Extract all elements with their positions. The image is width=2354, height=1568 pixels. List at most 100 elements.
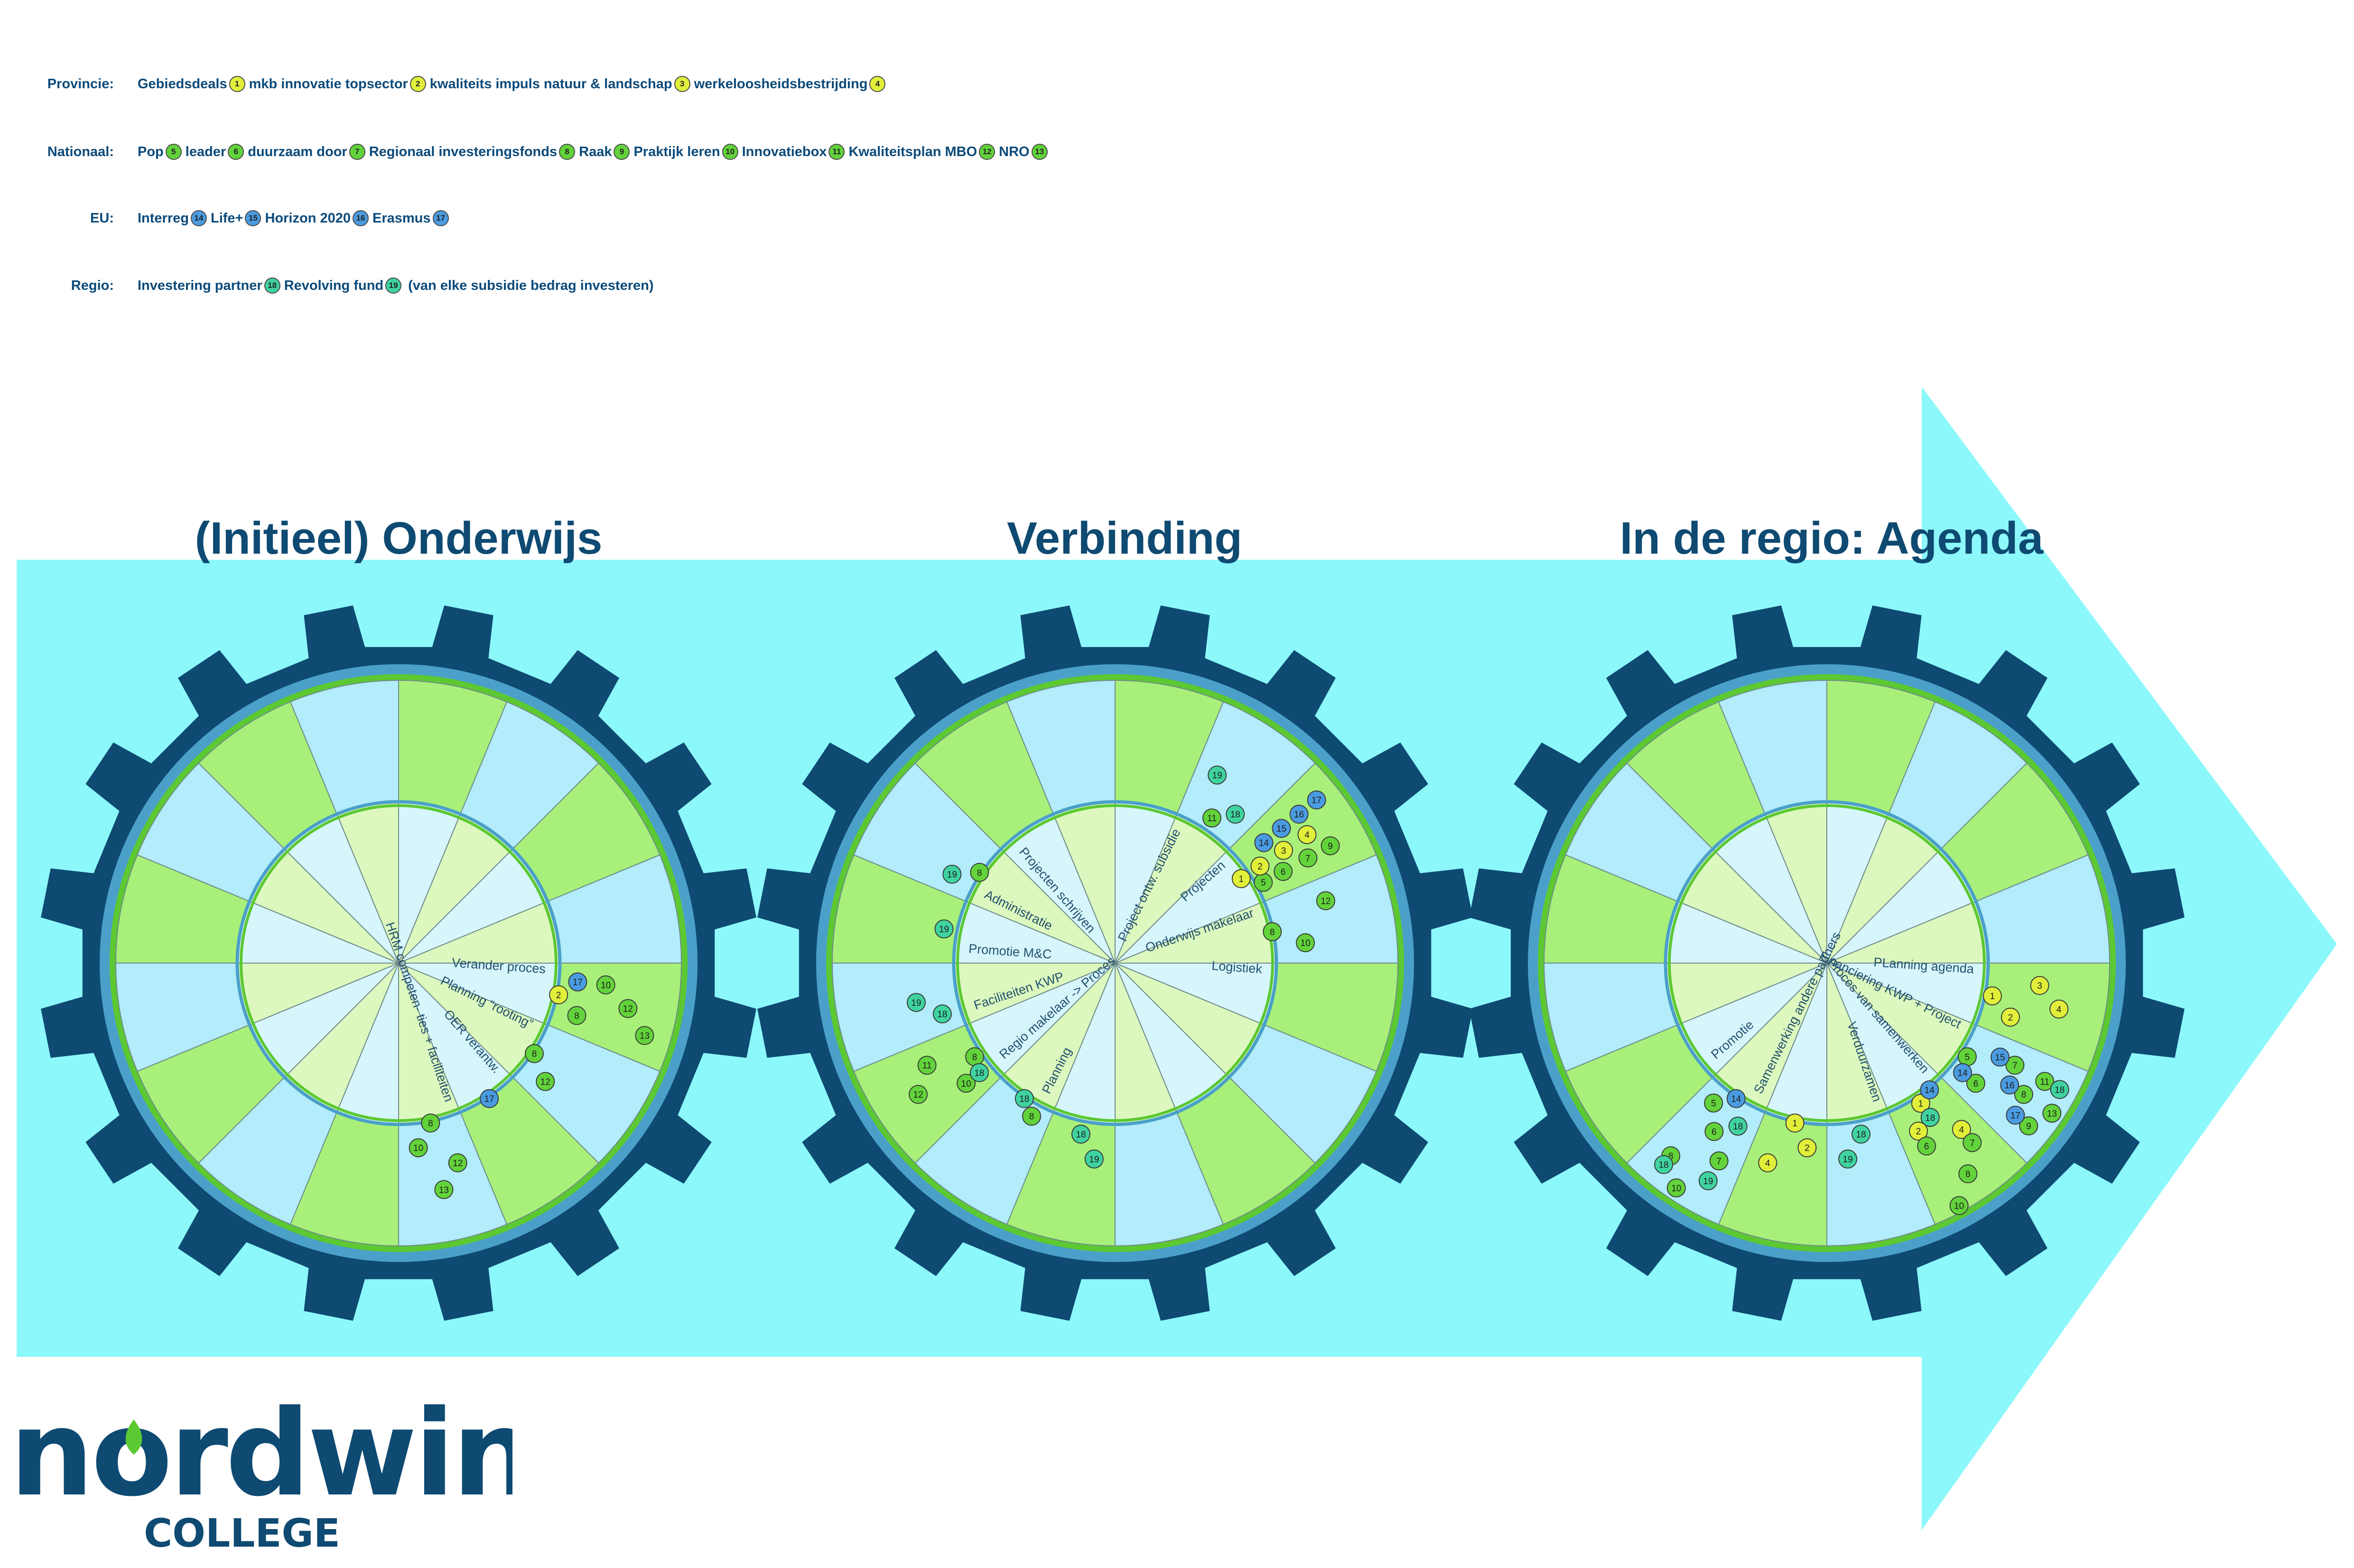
funding-badge — [906, 993, 926, 1012]
funding-badge-number: 12 — [913, 1090, 923, 1100]
legend-item-number: 4 — [869, 76, 886, 92]
funding-badge — [1296, 933, 1315, 953]
funding-badge-number: 10 — [1671, 1184, 1681, 1194]
legend-item-label: Horizon 2020 — [265, 210, 351, 226]
funding-badge-number: 10 — [1954, 1201, 1964, 1211]
funding-badge — [909, 1085, 928, 1104]
legend-note: (van elke subsidie bedrag investeren) — [408, 278, 654, 293]
funding-badge — [1022, 1106, 1042, 1126]
funding-badge-number: 3 — [2037, 981, 2042, 991]
funding-badge-number: 14 — [1925, 1086, 1935, 1095]
funding-badge-number: 4 — [1959, 1125, 1964, 1135]
funding-badge-number: 8 — [1965, 1169, 1971, 1179]
funding-badge — [1263, 922, 1282, 941]
funding-badge-number: 18 — [1733, 1122, 1743, 1132]
legend-item-label: Investering partner — [138, 278, 262, 293]
legend-item-label: Innovatiebox — [742, 144, 827, 159]
funding-badge — [934, 919, 954, 938]
funding-badge — [1920, 1108, 1940, 1127]
funding-badge-number: 17 — [484, 1095, 494, 1104]
funding-badge — [536, 1072, 555, 1091]
funding-badge — [917, 1056, 937, 1075]
legend-item-number: 18 — [264, 278, 280, 294]
funding-badge-number: 11 — [1207, 814, 1217, 824]
funding-badge-number: 14 — [1259, 838, 1269, 848]
funding-badge-number: 7 — [1305, 854, 1311, 863]
funding-badge — [1838, 1149, 1858, 1169]
funding-badge — [1966, 1074, 1985, 1093]
funding-badge-number: 18 — [1076, 1130, 1086, 1140]
funding-badge — [1698, 1171, 1718, 1190]
funding-badge — [1274, 862, 1293, 881]
legend-item-number: 14 — [190, 210, 207, 226]
funding-badge — [1785, 1113, 1805, 1133]
gear-title-onderwijs: (Initieel) Onderwijs — [195, 513, 603, 564]
legend-item-number: 7 — [349, 144, 365, 160]
gear-title-regio: In de regio: Agenda — [1619, 513, 2044, 564]
funding-badge — [2005, 1056, 2025, 1075]
funding-badge-number: 8 — [574, 1011, 579, 1021]
funding-badge-number: 10 — [601, 981, 611, 991]
legend-item-label: werkeloosheidsbestrijding — [694, 76, 868, 92]
funding-badge-number: 12 — [623, 1004, 633, 1014]
legend-item-label: Pop — [138, 144, 164, 159]
funding-badge-number: 2 — [1257, 862, 1263, 872]
funding-badge-number: 1 — [1918, 1099, 1924, 1109]
funding-badge-number: 13 — [2047, 1109, 2057, 1119]
funding-badge-number: 18 — [2055, 1085, 2065, 1095]
funding-badge-number: 5 — [1711, 1099, 1716, 1109]
funding-badge — [1202, 808, 1221, 828]
legend-item-number: 11 — [828, 144, 845, 160]
legend-item-label: duurzaam door — [248, 144, 347, 159]
legend-category: Nationaal: — [47, 144, 114, 159]
funding-badge — [1982, 986, 2002, 1006]
funding-badge — [1911, 1094, 1930, 1113]
funding-badge-number: 2 — [1805, 1143, 1810, 1153]
funding-badge — [1254, 833, 1274, 853]
gear-accent-ring — [110, 674, 688, 1252]
funding-badge — [480, 1089, 499, 1108]
funding-badge-number: 19 — [939, 925, 949, 935]
funding-badge — [2042, 1104, 2062, 1123]
funding-badge-number: 2 — [556, 991, 561, 1001]
legend-item-number: 12 — [979, 144, 996, 160]
funding-badge-number: 7 — [1970, 1138, 1975, 1148]
funding-badge-number: 6 — [1924, 1142, 1929, 1152]
funding-badge — [1917, 1136, 1936, 1156]
funding-badge — [2006, 1105, 2025, 1125]
legend-item-number: 8 — [559, 144, 576, 160]
funding-badge-number: 4 — [2056, 1005, 2062, 1015]
legend-item-label: mkb innovatie topsector — [249, 76, 408, 92]
logo-wordmark: nordwin — [9, 1395, 512, 1522]
funding-badge — [1231, 869, 1251, 889]
funding-badge — [448, 1153, 467, 1173]
funding-badge-number: 18 — [1019, 1095, 1029, 1104]
funding-badge-number: 17 — [2010, 1111, 2020, 1121]
legend-item-number: 2 — [409, 76, 426, 92]
funding-badge-number: 19 — [911, 998, 921, 1008]
legend-item-label: Kwaliteitsplan MBO — [848, 144, 977, 159]
funding-badge — [1071, 1124, 1090, 1144]
funding-badge — [1298, 848, 1318, 868]
funding-badge-number: 6 — [1281, 867, 1286, 877]
funding-badge-number: 8 — [977, 868, 982, 878]
funding-badge-number: 15 — [1995, 1053, 2005, 1063]
legend-item-label: Praktijk leren — [633, 144, 720, 159]
funding-badge — [409, 1138, 428, 1158]
funding-badge-number: 1 — [1239, 874, 1244, 884]
